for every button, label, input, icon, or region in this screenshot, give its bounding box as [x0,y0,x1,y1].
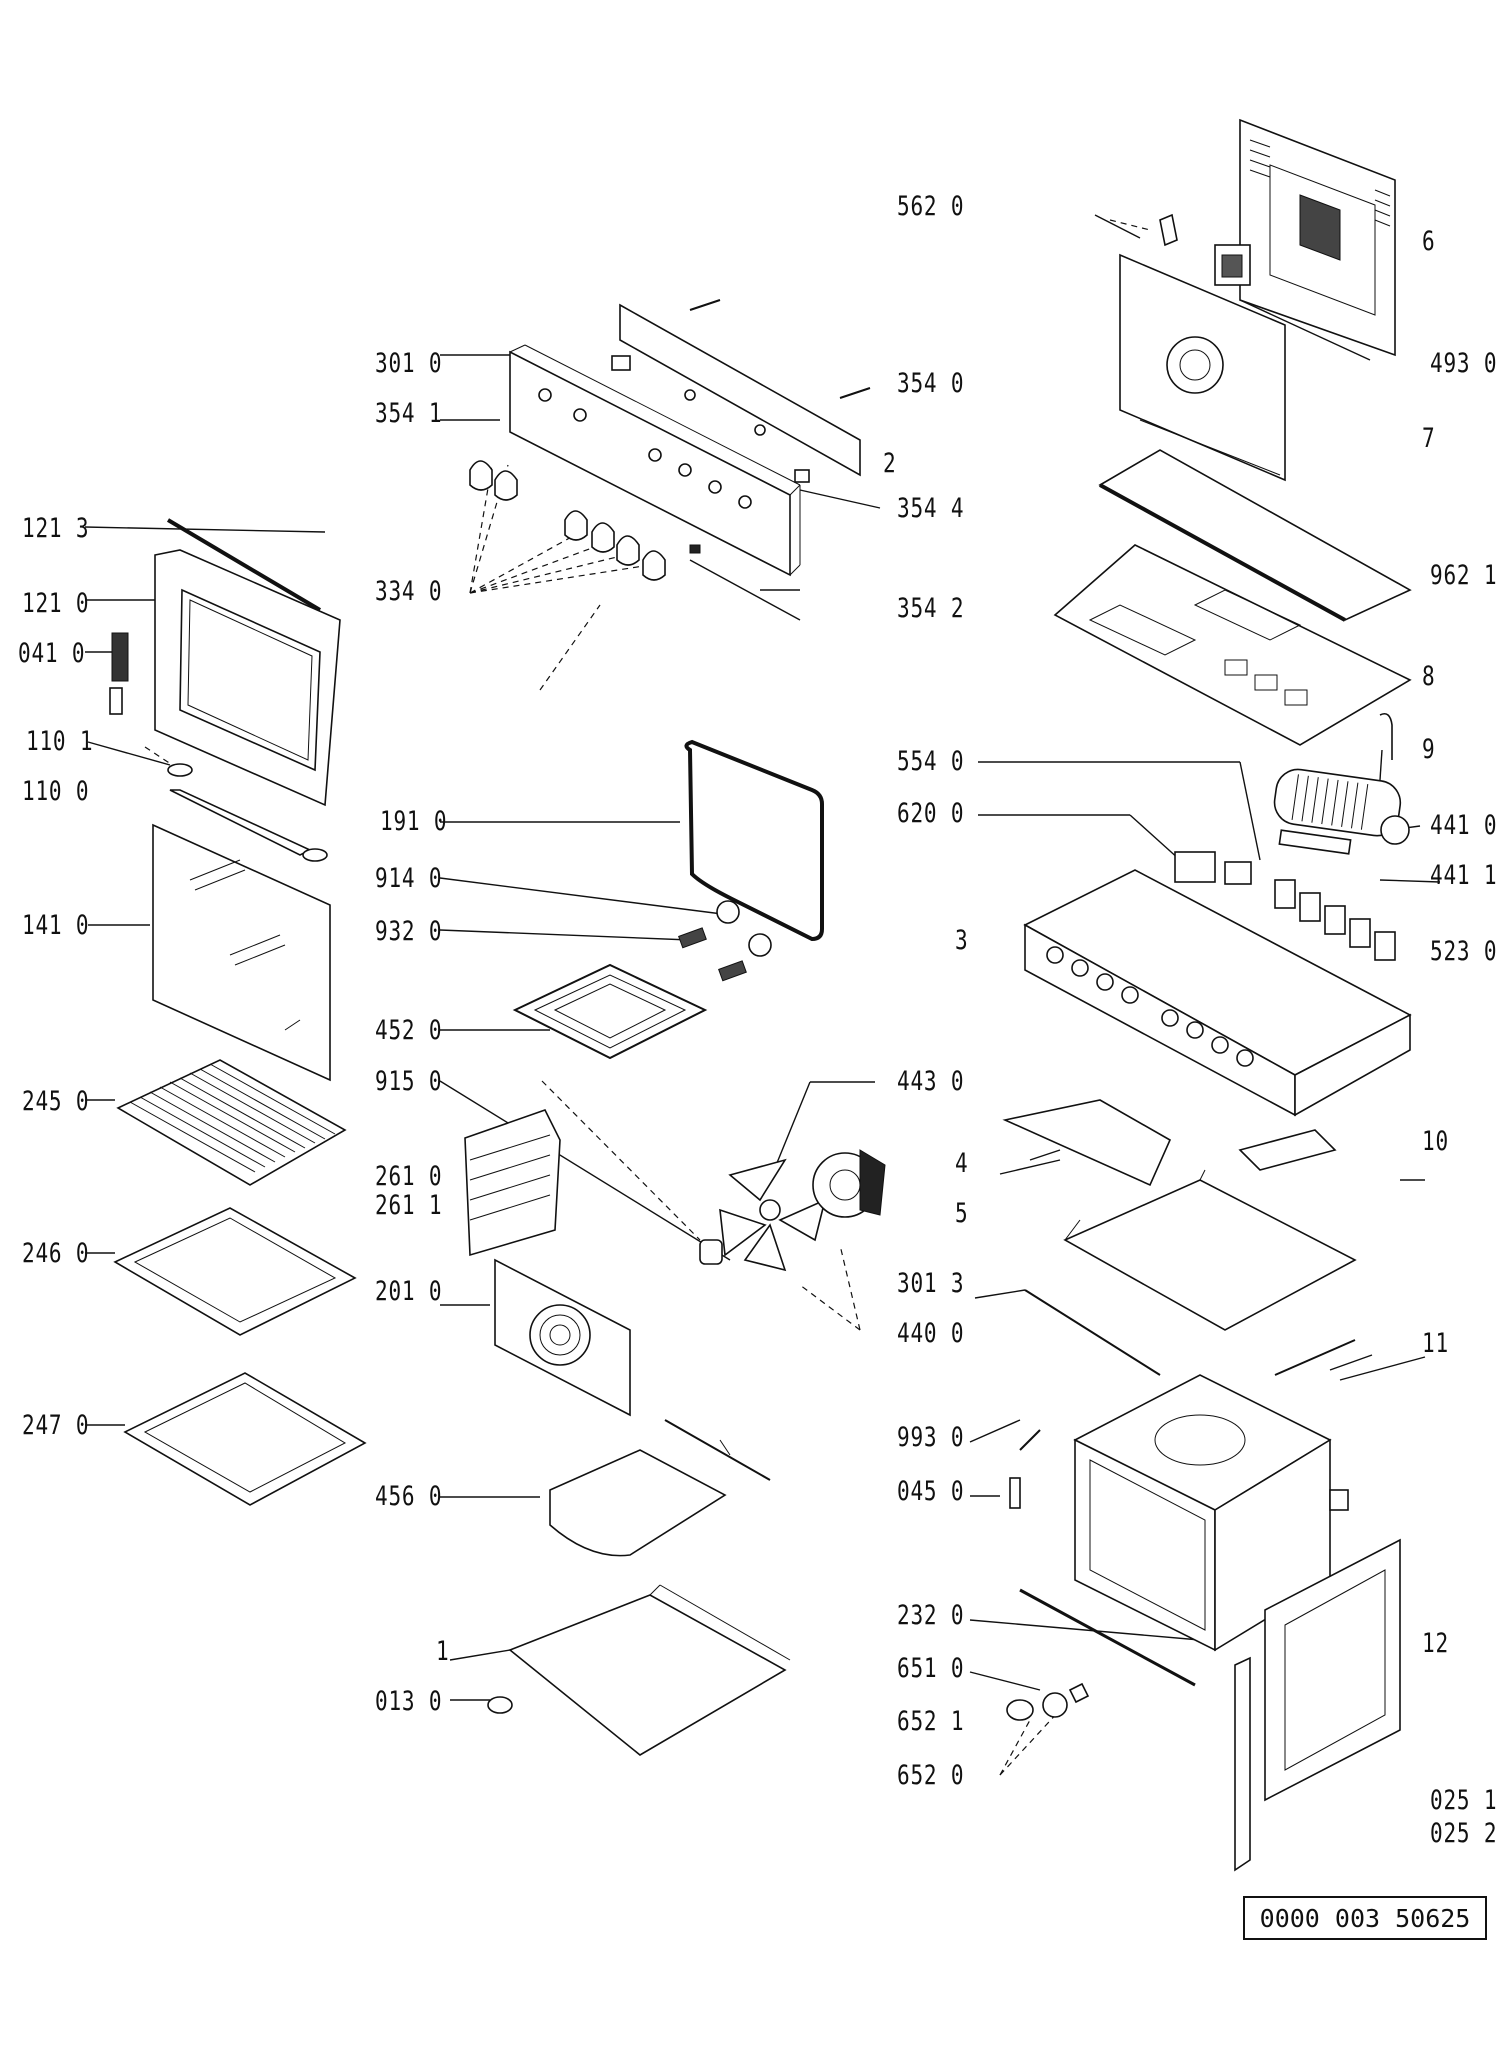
label-2: 2 [883,448,897,479]
bottom-tray [549,1419,771,1557]
label-440-0: 440 0 [897,1318,965,1349]
label-1: 1 [436,1636,450,1667]
label-301-3: 301 3 [897,1268,965,1299]
leader-lines [84,214,1441,1701]
label-5: 5 [955,1198,969,1229]
oven-cavity [1019,1374,1349,1687]
label-914-0: 914 0 [375,863,443,894]
label-4: 4 [955,1148,969,1179]
label-121-0: 121 0 [22,588,90,619]
label-245-0: 245 0 [22,1086,90,1117]
label-9: 9 [1422,734,1436,765]
label-354-4: 354 4 [897,493,965,524]
label-443-0: 443 0 [897,1066,965,1097]
label-493-0: 493 0 [1430,348,1498,379]
label-110-0: 110 0 [22,776,90,807]
label-354-1: 354 1 [375,398,443,429]
label-354-0: 354 0 [897,368,965,399]
label-232-0: 232 0 [897,1600,965,1631]
label-11: 11 [1422,1328,1449,1359]
label-141-0: 141 0 [22,910,90,941]
label-013-0: 013 0 [375,1686,443,1717]
label-7: 7 [1422,423,1436,454]
oven-door [109,518,341,1082]
bottom-plate [487,1584,791,1756]
small-parts [1006,1429,1090,1721]
label-441-0: 441 0 [1430,810,1498,841]
label-993-0: 993 0 [897,1422,965,1453]
label-334-0: 334 0 [375,576,443,607]
top-assembly [1053,449,1412,760]
label-10: 10 [1422,1126,1449,1157]
label-191-0: 191 0 [380,806,448,837]
side-supports [464,1109,561,1257]
label-354-2: 354 2 [897,593,965,624]
label-523-0: 523 0 [1430,936,1498,967]
rear-fan-cover [494,1258,631,1417]
control-panel-assembly [469,299,871,621]
document-number-box: 0000 003 50625 [1243,1896,1487,1940]
label-261-1: 261 1 [375,1190,443,1221]
label-932-0: 932 0 [375,916,443,947]
side-panel [1234,1538,1401,1872]
label-041-0: 041 0 [18,638,86,669]
label-915-0: 915 0 [375,1066,443,1097]
label-554-0: 554 0 [897,746,965,777]
grill-element [512,900,772,1060]
control-chassis [1023,851,1412,1117]
label-121-3: 121 3 [22,513,90,544]
dashed-leaders [144,219,1151,1776]
label-962-1: 962 1 [1430,560,1498,591]
right-panels [1002,1099,1357,1376]
label-8: 8 [1422,661,1436,692]
label-562-0: 562 0 [897,191,965,222]
label-3: 3 [955,925,969,956]
label-452-0: 452 0 [375,1015,443,1046]
label-652-1: 652 1 [897,1706,965,1737]
label-261-0: 261 0 [375,1161,443,1192]
label-620-0: 620 0 [897,798,965,829]
label-6: 6 [1422,226,1436,257]
label-110-1: 110 1 [26,726,94,757]
cooling-fan [1273,768,1410,855]
label-301-0: 301 0 [375,348,443,379]
label-045-0: 045 0 [897,1476,965,1507]
rear-panel-assembly [1119,118,1396,482]
door-seal [684,739,824,942]
label-652-0: 652 0 [897,1760,965,1791]
label-456-0: 456 0 [375,1481,443,1512]
label-651-0: 651 0 [897,1653,965,1684]
convection-fan [699,1149,886,1272]
label-247-0: 247 0 [22,1410,90,1441]
shelves-and-trays [113,1059,367,1506]
label-201-0: 201 0 [375,1276,443,1307]
label-025-1: 025 1 [1430,1785,1498,1816]
label-025-2: 025 2 [1430,1818,1498,1849]
label-246-0: 246 0 [22,1238,90,1269]
label-12: 12 [1422,1628,1449,1659]
label-441-1: 441 1 [1430,860,1498,891]
